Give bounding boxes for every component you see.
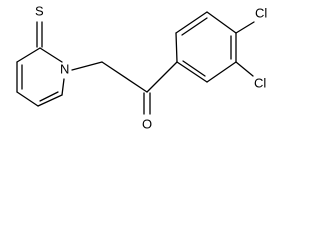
chlorine-meta-atom-label: Cl <box>254 75 266 90</box>
bond-ar5-cl-meta <box>235 61 254 77</box>
bond-ar6-ar1 <box>176 61 208 83</box>
bond-ar4-cl-para <box>235 21 255 34</box>
pyridinethione-ring <box>16 47 65 107</box>
molecule-structure-diagram: S N O Cl Cl <box>16 3 267 131</box>
bond-c4-c5 <box>16 91 39 107</box>
bond-ar3-ar4 <box>206 11 237 34</box>
bond-ar2-ar3-double <box>181 17 208 36</box>
bond-carbonyl-aryl <box>146 61 178 93</box>
bond-ar1-ar2 <box>175 32 178 63</box>
oxygen-atom-label: O <box>142 116 152 131</box>
nitrogen-atom-label: N <box>60 61 69 76</box>
chlorine-para-atom-label: Cl <box>255 5 267 20</box>
dichlorophenyl-ring <box>175 11 237 83</box>
bond-c5-c6 <box>37 94 63 107</box>
bond-c6-n1 <box>61 78 65 96</box>
bond-n1-ch2 <box>71 61 103 71</box>
bond-ar6-ar1-double <box>182 60 206 77</box>
bond-c2-c3 <box>16 47 41 63</box>
bond-ar2-ar3 <box>175 11 208 34</box>
bond-ch2-carbonyl <box>101 61 148 93</box>
bond-c5-c6-double <box>39 91 59 102</box>
bond-n1-c2 <box>39 47 63 63</box>
bond-ar5-ar6 <box>206 61 237 83</box>
sulfur-atom-label: S <box>35 3 44 18</box>
